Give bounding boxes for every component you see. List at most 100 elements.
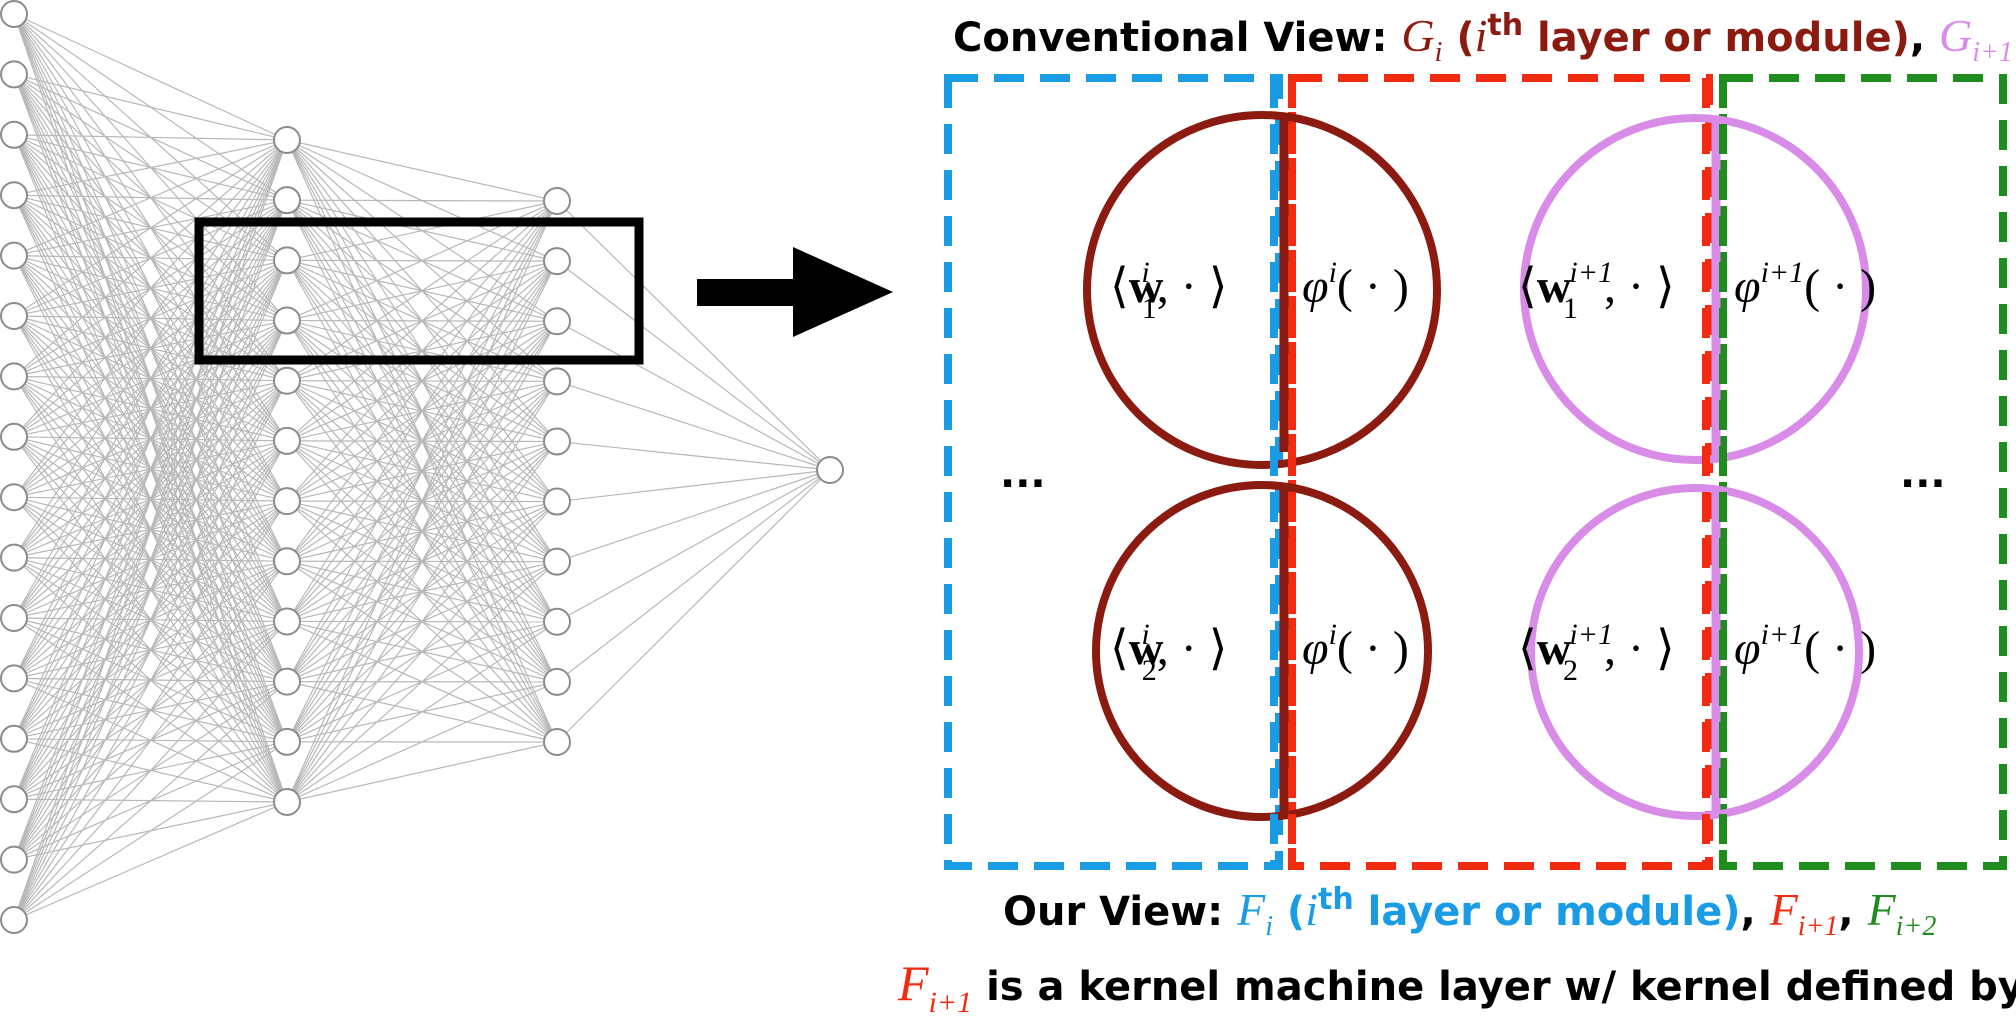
network-edge (556, 469, 831, 743)
network-node (543, 728, 571, 756)
network-edge (13, 139, 288, 921)
network-node (0, 483, 28, 512)
network-node (273, 727, 301, 756)
network-edge (13, 139, 288, 196)
network-edge (556, 469, 831, 503)
network-node (273, 426, 301, 455)
network-edge (13, 801, 288, 921)
network-node (543, 427, 571, 456)
network-edge (556, 469, 831, 623)
network-edge (286, 501, 558, 803)
network-nodes (0, 0, 844, 934)
neuron-layer-i-1 (1083, 111, 1441, 469)
network-edge (13, 134, 288, 141)
network-edge (286, 260, 558, 803)
network-node (543, 607, 571, 636)
network-node (0, 906, 28, 934)
network-node (0, 604, 28, 632)
network-node (273, 186, 301, 215)
network-edges (13, 13, 831, 921)
network-node (0, 845, 28, 874)
neuron-4-activation-label: φi+1( · ) (1734, 618, 1876, 675)
network-node (273, 246, 301, 275)
network-edge (13, 139, 288, 800)
network-node (273, 126, 301, 154)
network-edge (13, 560, 288, 921)
network-edge (286, 200, 558, 442)
network-node (0, 0, 28, 28)
network-edge (286, 561, 558, 803)
caption-our-view: Our View: Fi (ith layer or module), Fi+1… (1003, 882, 1936, 942)
network-node (543, 187, 571, 215)
network-node (0, 241, 28, 270)
network-edge (286, 200, 558, 743)
network-node (273, 788, 301, 816)
network-edge (286, 320, 558, 803)
network-edge (13, 260, 288, 921)
network-edge (286, 139, 558, 202)
network-node (273, 547, 301, 576)
dashed-box-red (1288, 74, 1713, 870)
network-edge (13, 139, 288, 438)
network-node (543, 307, 571, 336)
network-edge (13, 139, 288, 498)
network-edge (286, 200, 558, 382)
network-edge (13, 13, 288, 141)
network-edge (286, 441, 558, 803)
network-node (543, 547, 571, 576)
network-node (273, 487, 301, 516)
network-edge (556, 469, 831, 683)
network-node (0, 724, 28, 753)
network-edge (556, 200, 831, 471)
dashed-box-blue (944, 74, 1283, 870)
network-edge (286, 741, 558, 803)
network-node (543, 367, 571, 396)
network-node (0, 785, 28, 814)
neuron-layer-i1-2 (1527, 484, 1863, 820)
network-node (273, 306, 301, 335)
network-node (273, 667, 301, 696)
network-node (273, 366, 301, 395)
network-edge (286, 200, 558, 502)
network-node (543, 667, 571, 696)
caption-conventional-view: Conventional View: Gi (ith layer or modu… (953, 8, 2013, 68)
network-edge (13, 320, 288, 921)
network-edge (13, 380, 288, 921)
network-node (0, 422, 28, 451)
network-edge (556, 469, 831, 563)
neuron-layer-i-2 (1092, 481, 1432, 821)
neuron-3-activation-label: φi+1( · ) (1734, 256, 1876, 313)
network-node (543, 487, 571, 516)
network-node (0, 543, 28, 572)
network-edge (286, 200, 558, 562)
caption-kernel-machine: Fi+1 is a kernel machine layer w/ kernel… (897, 952, 2016, 1019)
neuron-2-activation-label: φi( · ) (1302, 618, 1409, 675)
neuron-1-activation-label: φi( · ) (1302, 256, 1409, 313)
ellipsis-left: ... (1000, 451, 1046, 497)
network-node (0, 181, 28, 210)
network-node (0, 120, 28, 149)
network-edge (286, 200, 558, 682)
network-node (0, 302, 28, 330)
highlight-box (194, 217, 644, 365)
dashed-box-green (1719, 74, 2007, 870)
network-edge (556, 440, 831, 471)
arrow-right (697, 247, 893, 337)
network-node (543, 247, 571, 276)
network-edge (286, 381, 558, 803)
network-edge (13, 139, 288, 860)
network-edge (13, 73, 288, 141)
network-edge (286, 621, 558, 803)
network-edge (13, 139, 288, 317)
network-edge (13, 139, 288, 740)
network-edge (286, 199, 558, 202)
network-edge (13, 741, 288, 921)
network-edge (13, 139, 288, 679)
neuron-layer-i1-1 (1520, 114, 1870, 464)
network-edge (13, 139, 288, 257)
network-edge (286, 200, 558, 622)
